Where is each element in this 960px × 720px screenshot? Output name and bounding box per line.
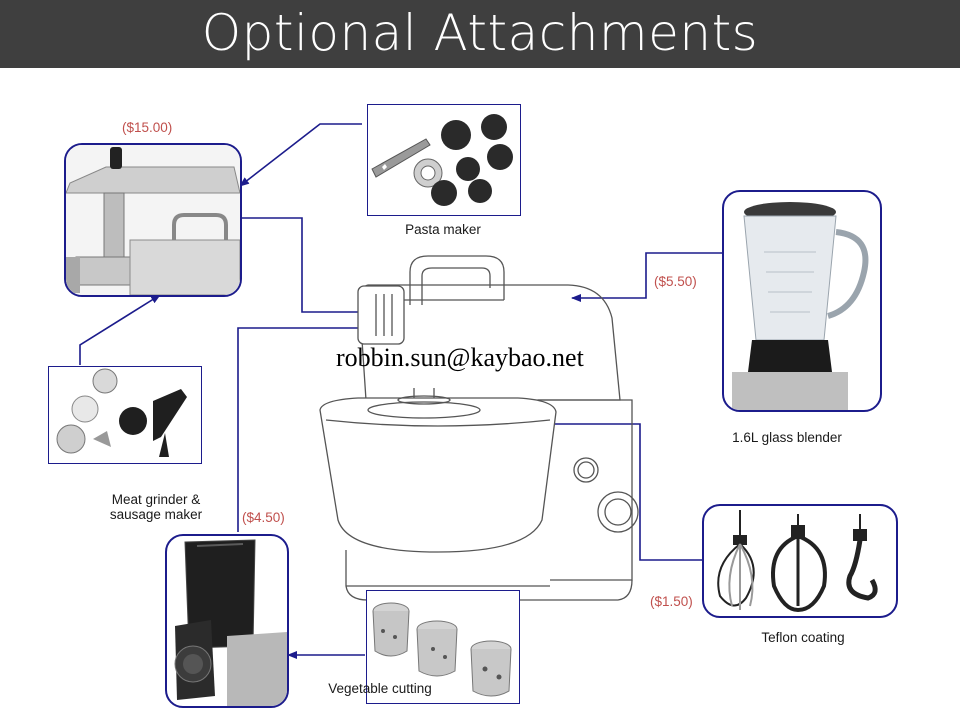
teflon-tools-price: ($1.50) bbox=[650, 594, 693, 609]
glass-blender-label: 1.6L glass blender bbox=[732, 430, 842, 445]
pasta-discs-icon bbox=[371, 114, 513, 206]
connector-parts-to-grinder bbox=[79, 294, 161, 365]
glass-blender-price: ($5.50) bbox=[654, 274, 697, 289]
cutting-cages-icon bbox=[372, 602, 512, 697]
grinder-parts-icon bbox=[56, 368, 187, 457]
stand-mixer-illustration bbox=[319, 255, 639, 601]
connector-cutter-to-mixer bbox=[237, 324, 369, 532]
meat-grinder-label-line2: sausage maker bbox=[109, 507, 203, 522]
vegetable-cutter-price: ($4.50) bbox=[242, 510, 285, 525]
mixer-tools-icon bbox=[717, 510, 878, 613]
pasta-maker-label: Pasta maker bbox=[405, 222, 481, 237]
grinder-parts-card[interactable] bbox=[48, 366, 202, 464]
watermark-email: robbin.sun@kaybao.net bbox=[336, 343, 584, 372]
connector-tools-to-bowl bbox=[477, 420, 702, 561]
glass-blender-icon bbox=[732, 202, 869, 410]
vegetable-cutting-label: Vegetable cutting bbox=[328, 681, 432, 696]
meat-grinder-card[interactable] bbox=[64, 143, 242, 297]
header-banner: Optional Attachments bbox=[0, 0, 960, 68]
connector-pasta-to-grinder bbox=[239, 123, 362, 187]
glass-blender-card[interactable] bbox=[722, 190, 882, 412]
connector-blender-to-mixer bbox=[571, 252, 722, 302]
vegetable-cages-card[interactable] bbox=[366, 590, 520, 704]
teflon-tools-label: Teflon coating bbox=[761, 630, 845, 645]
page-title: Optional Attachments bbox=[201, 4, 759, 62]
meat-grinder-price: ($15.00) bbox=[122, 120, 173, 135]
meat-grinder-label-line1: Meat grinder & bbox=[111, 492, 201, 507]
vegetable-cutter-icon bbox=[174, 539, 287, 706]
teflon-tools-card[interactable] bbox=[702, 504, 898, 618]
meat-grinder-label: Meat grinder & sausage maker bbox=[84, 492, 228, 522]
meat-grinder-icon bbox=[66, 145, 240, 295]
vegetable-cutter-card[interactable] bbox=[165, 534, 289, 708]
connector-grinder-to-mixer bbox=[238, 217, 369, 316]
pasta-maker-card[interactable] bbox=[367, 104, 521, 216]
